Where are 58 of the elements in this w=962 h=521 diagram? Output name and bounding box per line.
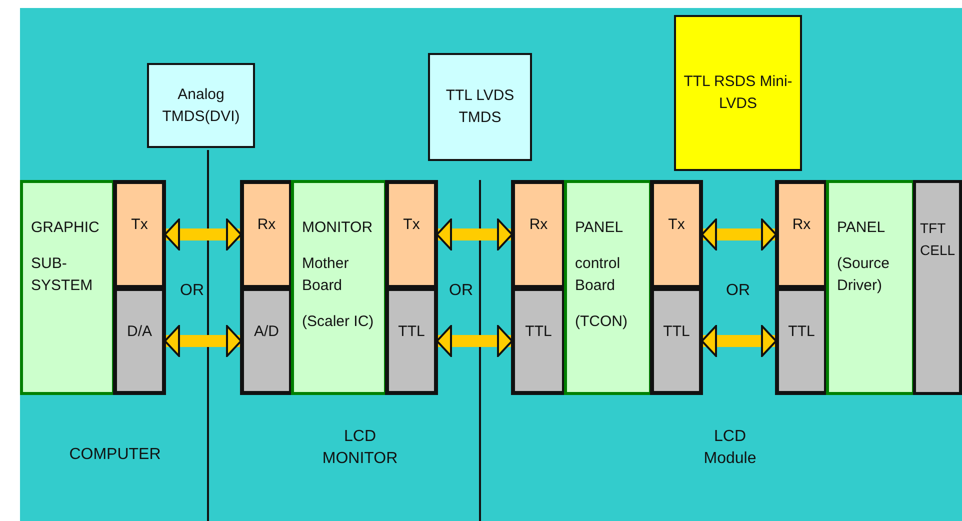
board-label: GRAPHIC	[31, 218, 100, 238]
board-label: SUB-SYSTEM	[31, 254, 94, 296]
transceiver-block	[511, 180, 566, 289]
double-arrow	[164, 218, 242, 250]
converter-block	[113, 287, 166, 395]
board-block	[826, 180, 915, 395]
board-label: PANEL	[837, 218, 886, 238]
transceiver-block	[650, 180, 703, 289]
board-label: MONITOR	[302, 218, 373, 238]
block-label: Rx	[792, 215, 811, 235]
converter-block	[385, 287, 438, 395]
or-note: OR	[179, 281, 205, 301]
block-label: Tx	[131, 215, 148, 235]
board-label: PANEL	[575, 218, 624, 238]
board-label: control Board	[575, 254, 622, 296]
transceiver-block	[385, 180, 438, 289]
board-block	[20, 180, 115, 395]
double-arrow	[701, 218, 777, 250]
board-label: Mother Board	[302, 254, 350, 296]
converter-block	[650, 287, 703, 395]
interface-box	[147, 63, 255, 148]
block-label: TTL	[788, 322, 815, 342]
block-label: Tx	[403, 215, 420, 235]
converter-block	[775, 287, 828, 395]
transceiver-block	[113, 180, 166, 289]
or-note: OR	[448, 281, 474, 301]
block-label: Tx	[668, 215, 685, 235]
block-label: TTL	[663, 322, 690, 342]
interface-label: Analog TMDS(DVI)	[161, 84, 241, 126]
section-label: LCD Module	[702, 427, 758, 469]
block-label: D/A	[126, 322, 152, 342]
board-label: (TCON)	[575, 312, 628, 332]
section-label: LCD MONITOR	[321, 427, 399, 469]
converter-block	[240, 287, 293, 395]
block-label: A/D	[254, 322, 279, 342]
panel-cell-block	[913, 180, 962, 395]
block-label: Rx	[257, 215, 276, 235]
transceiver-block	[775, 180, 828, 289]
block-label: TFT CELL	[920, 219, 956, 260]
double-arrow	[701, 325, 777, 357]
double-arrow	[436, 325, 513, 357]
block-label: TTL	[398, 322, 425, 342]
block-label: Rx	[529, 215, 548, 235]
interface-box	[674, 15, 802, 171]
board-block	[564, 180, 652, 395]
or-note: OR	[725, 281, 751, 301]
interface-box	[428, 53, 532, 161]
board-block	[291, 180, 387, 395]
double-arrow	[436, 218, 513, 250]
block-label: TTL	[525, 322, 552, 342]
board-label: (Scaler IC)	[302, 312, 374, 332]
converter-block	[511, 287, 566, 395]
double-arrow	[164, 325, 242, 357]
section-label: COMPUTER	[68, 445, 162, 465]
transceiver-block	[240, 180, 293, 289]
interface-label: TTL RSDS Mini-LVDS	[682, 72, 794, 114]
interface-label: TTL LVDS TMDS	[444, 86, 516, 128]
board-label: (Source Driver)	[837, 254, 891, 296]
